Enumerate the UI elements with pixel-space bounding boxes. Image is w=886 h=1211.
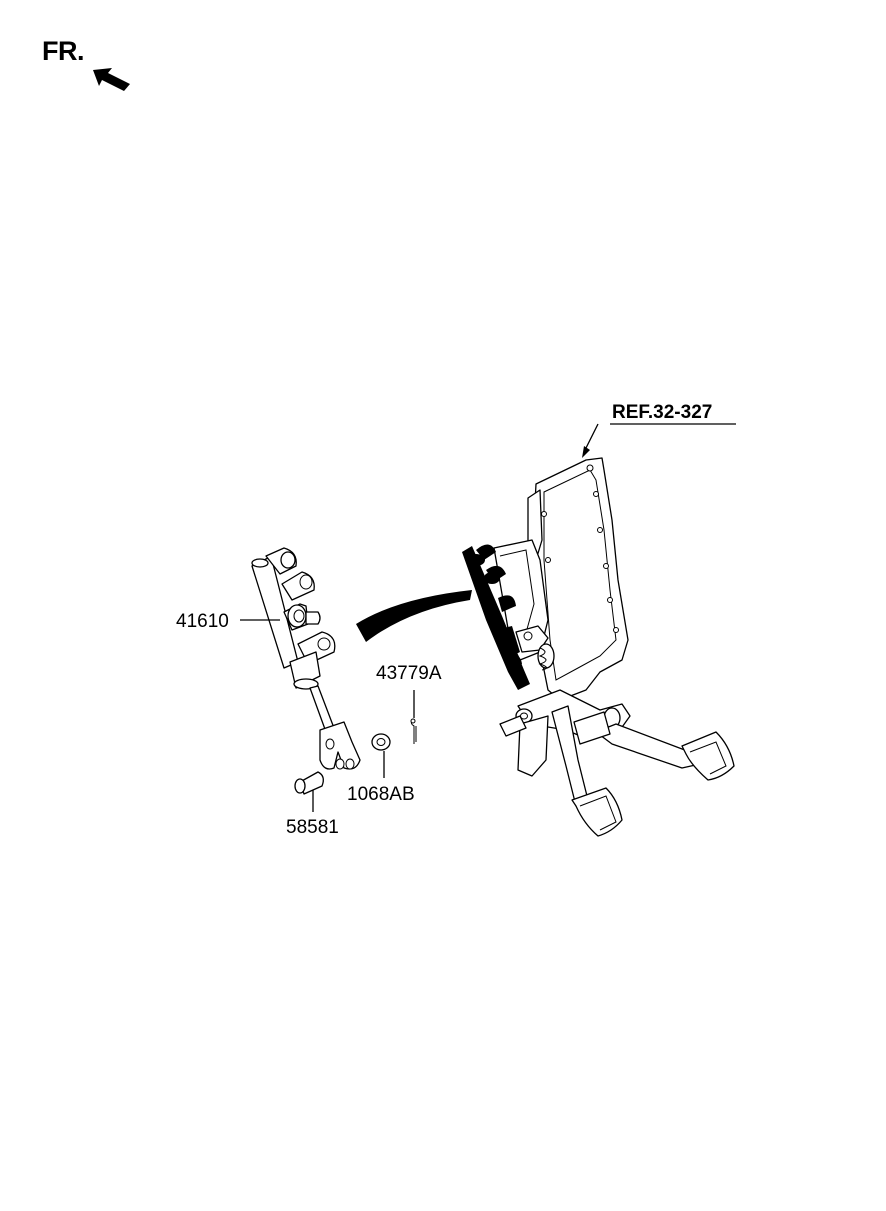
front-direction-label: FR. bbox=[42, 36, 85, 66]
curved-arrow-icon bbox=[356, 590, 472, 642]
front-arrow-icon bbox=[93, 68, 130, 91]
part-number-58581: 58581 bbox=[286, 817, 339, 838]
part-number-43779A: 43779A bbox=[376, 663, 442, 684]
part-number-1068AB: 1068AB bbox=[347, 784, 415, 805]
master-cylinder-part bbox=[251, 547, 361, 770]
split-pin-part bbox=[410, 718, 417, 744]
pedal-bracket-assembly bbox=[493, 457, 735, 837]
clevis-pin-part bbox=[294, 771, 324, 795]
ref-leader-line bbox=[585, 423, 599, 449]
reference-label: REF.32-327 bbox=[612, 402, 712, 423]
part-number-41610: 41610 bbox=[176, 611, 229, 632]
washer-part bbox=[371, 733, 391, 751]
installed-master-cylinder bbox=[462, 544, 530, 690]
ref-arrowhead-icon bbox=[582, 446, 590, 458]
